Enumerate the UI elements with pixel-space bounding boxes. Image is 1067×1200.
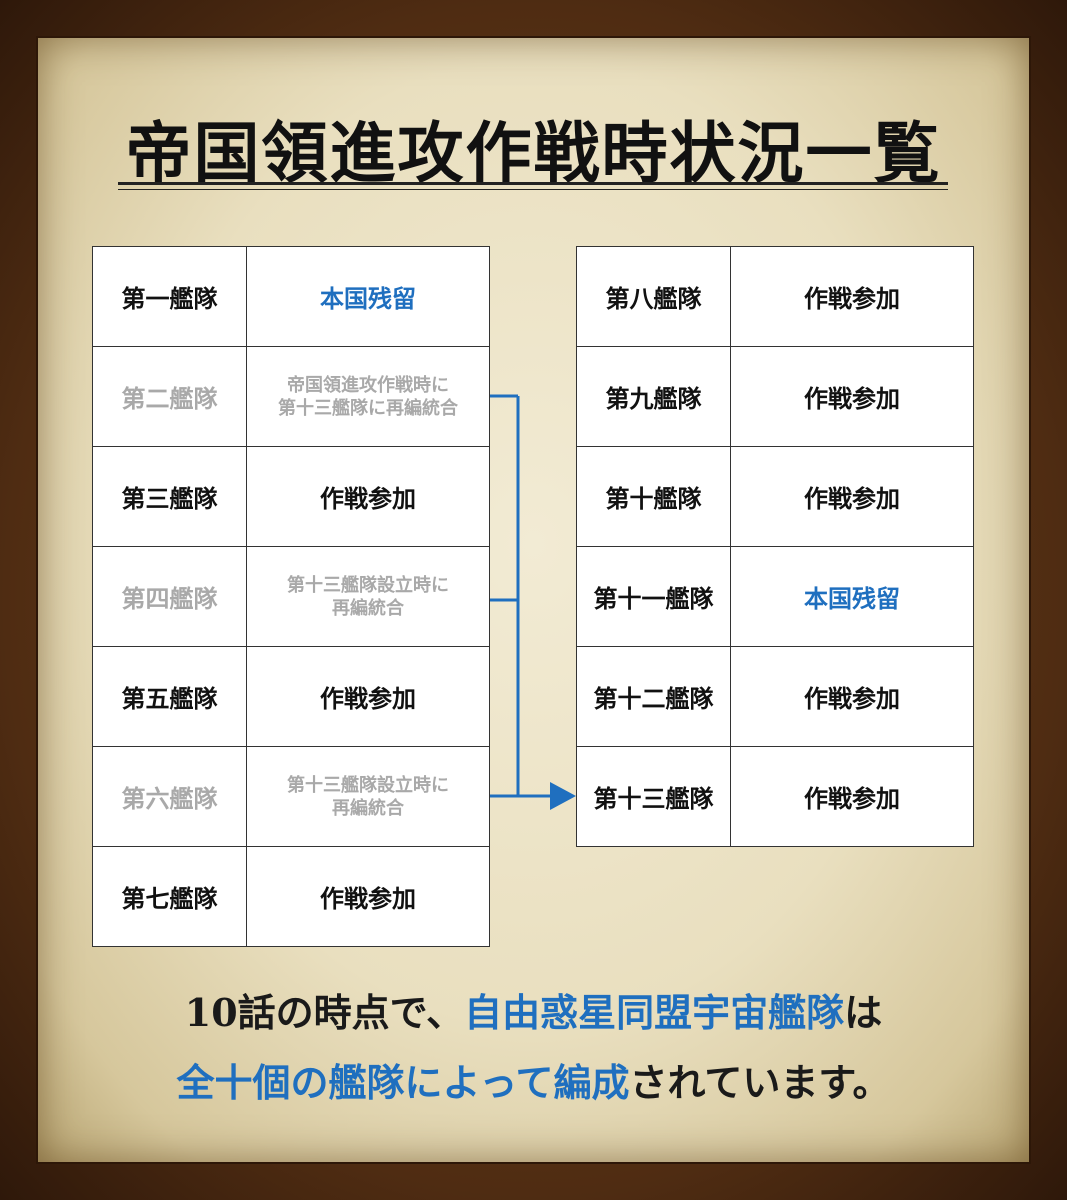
fleet-row: 第四艦隊第十三艦隊設立時に再編統合 [92,546,490,647]
fleet-status-line: 第十三艦隊設立時に [287,574,449,596]
fleet-name: 第十二艦隊 [576,646,731,747]
fleet-row: 第八艦隊 作戦参加 [576,246,974,347]
fleet-status: 本国残留 [246,246,490,347]
fleet-name: 第八艦隊 [576,246,731,347]
fleet-status-line: 作戦参加 [320,685,416,713]
fleet-status: 作戦参加 [246,846,490,947]
fleet-status-line: 作戦参加 [804,285,900,313]
fleet-status-line: 第十三艦隊設立時に [287,774,449,796]
fleet-name: 第五艦隊 [92,646,247,747]
title-underline-thick [118,182,948,185]
fleet-status-line: 作戦参加 [320,485,416,513]
fleet-status: 作戦参加 [730,446,974,547]
fleet-row: 第六艦隊第十三艦隊設立時に再編統合 [92,746,490,847]
fleet-name: 第三艦隊 [92,446,247,547]
fleet-name: 第九艦隊 [576,346,731,447]
fleet-status-line: 第十三艦隊に再編統合 [278,397,458,419]
fleet-row: 第三艦隊 作戦参加 [92,446,490,547]
caption-text: されています。 [629,1060,891,1105]
caption-highlight: 自由惑星同盟宇宙艦隊 [464,990,845,1035]
caption-line-2: 全十個の艦隊によって編成されています。 [0,1052,1067,1107]
fleet-row: 第二艦隊帝国領進攻作戦時に第十三艦隊に再編統合 [92,346,490,447]
fleet-row: 第十一艦隊 本国残留 [576,546,974,647]
fleet-status-line: 再編統合 [332,597,404,619]
page-title: 帝国領進攻作戦時状況一覧 [125,114,942,192]
left-fleet-table: 第一艦隊本国残留第二艦隊帝国領進攻作戦時に第十三艦隊に再編統合第三艦隊作戦参加第… [92,246,490,947]
fleet-status-line: 再編統合 [332,797,404,819]
fleet-status: 第十三艦隊設立時に再編統合 [246,746,490,847]
fleet-status: 作戦参加 [730,746,974,847]
title-underline-thin [118,189,948,190]
fleet-status: 第十三艦隊設立時に再編統合 [246,546,490,647]
fleet-name: 第二艦隊 [92,346,247,447]
fleet-status: 作戦参加 [730,346,974,447]
fleet-name: 第一艦隊 [92,246,247,347]
caption-text: 10話の時点で、 [184,990,465,1035]
fleet-status: 本国残留 [730,546,974,647]
fleet-status-line: 作戦参加 [804,485,900,513]
fleet-row: 第十二艦隊 作戦参加 [576,646,974,747]
fleet-status-line: 本国残留 [320,285,416,313]
fleet-status: 作戦参加 [246,446,490,547]
caption-highlight: 全十個の艦隊によって編成 [176,1060,630,1105]
fleet-name: 第四艦隊 [92,546,247,647]
fleet-name: 第十一艦隊 [576,546,731,647]
caption-text: は [844,990,883,1035]
fleet-row: 第一艦隊 本国残留 [92,246,490,347]
fleet-name: 第十三艦隊 [576,746,731,847]
fleet-row: 第九艦隊 作戦参加 [576,346,974,447]
fleet-status: 帝国領進攻作戦時に第十三艦隊に再編統合 [246,346,490,447]
caption-line-1: 10話の時点で、自由惑星同盟宇宙艦隊は [0,982,1067,1037]
fleet-row: 第十三艦隊 作戦参加 [576,746,974,847]
fleet-row: 第十艦隊 作戦参加 [576,446,974,547]
fleet-status: 作戦参加 [246,646,490,747]
fleet-status-line: 作戦参加 [804,385,900,413]
fleet-row: 第五艦隊 作戦参加 [92,646,490,747]
fleet-name: 第十艦隊 [576,446,731,547]
right-fleet-table: 第八艦隊作戦参加第九艦隊作戦参加第十艦隊作戦参加第十一艦隊本国残留第十二艦隊作戦… [576,246,974,847]
fleet-status-line: 帝国領進攻作戦時に [287,374,449,396]
fleet-status: 作戦参加 [730,646,974,747]
fleet-status-line: 作戦参加 [320,885,416,913]
fleet-status-line: 作戦参加 [804,685,900,713]
fleet-status-line: 作戦参加 [804,785,900,813]
fleet-name: 第七艦隊 [92,846,247,947]
fleet-row: 第七艦隊 作戦参加 [92,846,490,947]
fleet-name: 第六艦隊 [92,746,247,847]
fleet-status: 作戦参加 [730,246,974,347]
fleet-status-line: 本国残留 [804,585,900,613]
